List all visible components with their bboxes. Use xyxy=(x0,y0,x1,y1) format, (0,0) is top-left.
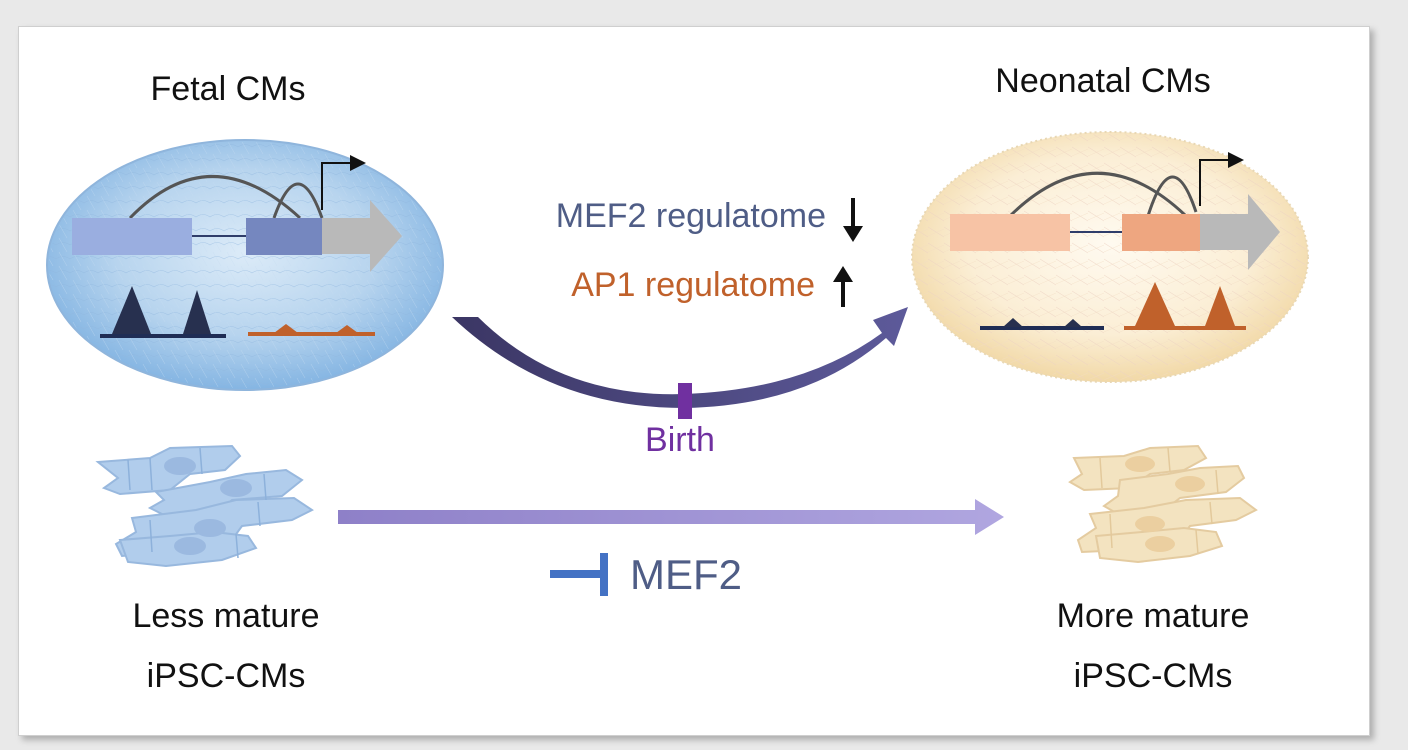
neonatal-ap1-peak-2 xyxy=(1205,286,1235,326)
neonatal-mef2-peak-1 xyxy=(1003,318,1023,327)
fetal-peaks xyxy=(100,286,375,338)
neonatal-enhancer-loop-short xyxy=(1146,175,1198,217)
neonatal-enhancer-loop-long xyxy=(1006,171,1187,220)
maturation-arrow-shape xyxy=(338,499,1004,535)
more-mature-cells xyxy=(1068,444,1258,564)
neonatal-enhancer-box xyxy=(950,214,1070,251)
up-arrow-icon xyxy=(833,266,853,307)
fetal-mef2-peak-1 xyxy=(112,286,151,334)
more-mature-label-line1: More mature xyxy=(1057,597,1250,635)
regulatome-changes: MEF2 regulatome AP1 regulatome xyxy=(556,197,863,307)
mef2-inhibition: MEF2 xyxy=(550,551,742,598)
less-mature-label-line1: Less mature xyxy=(132,597,319,635)
ap1-regulatome-label: AP1 regulatome xyxy=(571,266,815,304)
mef2-regulatome-label: MEF2 regulatome xyxy=(556,197,826,235)
fetal-ap1-peak-1 xyxy=(274,324,298,333)
less-mature-cells xyxy=(95,444,314,568)
fetal-ap1-peak-2 xyxy=(336,325,358,333)
less-mature-label-line2: iPSC-CMs xyxy=(147,657,306,695)
birth-transition: Birth xyxy=(452,307,908,459)
fetal-gene-locus xyxy=(72,155,402,272)
fetal-mef2-peak-2 xyxy=(183,290,211,334)
fetal-gene-arrow-icon xyxy=(322,200,402,272)
fetal-cms-group: Fetal CMs xyxy=(46,70,444,391)
fetal-cell-texture xyxy=(49,142,441,388)
neonatal-tss-arrow-icon xyxy=(1199,152,1244,206)
fetal-tss-arrow-icon xyxy=(321,155,366,210)
down-arrow-icon xyxy=(843,198,863,242)
maturation-arrow xyxy=(338,499,1004,535)
neonatal-gene-locus xyxy=(950,152,1280,270)
fetal-enhancer-loop-long xyxy=(128,175,302,220)
neonatal-ap1-peak-1 xyxy=(1135,282,1175,326)
neonatal-gene-arrow-icon xyxy=(1200,194,1280,270)
neonatal-mef2-peak-2 xyxy=(1064,319,1082,327)
neonatal-cms-title: Neonatal CMs xyxy=(995,62,1210,100)
neonatal-cell-texture xyxy=(914,134,1306,380)
mef2-inhibitor-label: MEF2 xyxy=(630,551,742,598)
birth-label: Birth xyxy=(645,421,715,459)
neonatal-cms-group: Neonatal CMs xyxy=(911,62,1309,383)
fetal-enhancer-loop-short xyxy=(272,182,324,219)
more-mature-label-line2: iPSC-CMs xyxy=(1074,657,1233,695)
fetal-promoter-box xyxy=(246,218,322,255)
neonatal-peaks xyxy=(980,282,1246,330)
birth-curved-arrow xyxy=(452,307,908,408)
fetal-cms-title: Fetal CMs xyxy=(151,70,306,108)
neonatal-promoter-box xyxy=(1122,214,1200,251)
birth-marker xyxy=(678,383,692,419)
fetal-enhancer-box xyxy=(72,218,192,255)
